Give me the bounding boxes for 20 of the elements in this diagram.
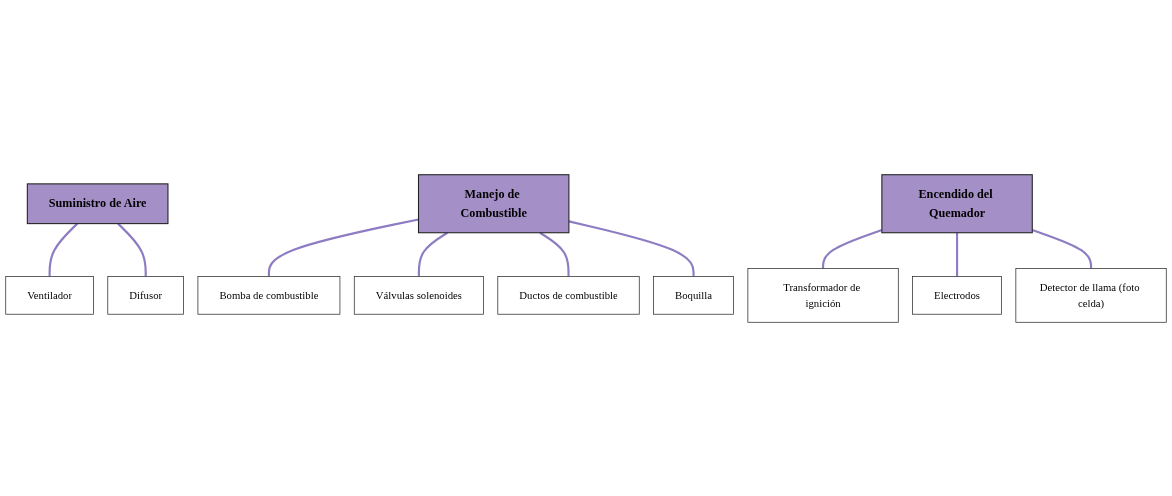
node-box: Válvulas solenoides — [353, 275, 484, 315]
connector — [539, 231, 570, 277]
node-box: Detector de llama (foto celda) — [1015, 267, 1167, 323]
node-box: Encendido del Quemador — [881, 173, 1033, 233]
node-box: Boquilla — [653, 275, 734, 315]
connector — [956, 232, 959, 277]
connector — [568, 219, 695, 277]
connector — [48, 222, 79, 277]
node-box: Bomba de combustible — [197, 275, 341, 315]
node-box: Electrodos — [912, 275, 1002, 315]
connector — [417, 231, 448, 277]
connector — [117, 222, 147, 277]
node-box: Ductos de combustible — [497, 275, 640, 315]
node-box: Difusor — [107, 275, 184, 315]
node-box: Transformador de ignición — [747, 267, 899, 323]
node-box: Ventilador — [5, 275, 94, 315]
node-box: Manejo de Combustible — [417, 173, 570, 233]
node-box: Suministro de Aire — [26, 182, 169, 224]
connector — [1031, 228, 1093, 269]
connector — [267, 217, 419, 277]
